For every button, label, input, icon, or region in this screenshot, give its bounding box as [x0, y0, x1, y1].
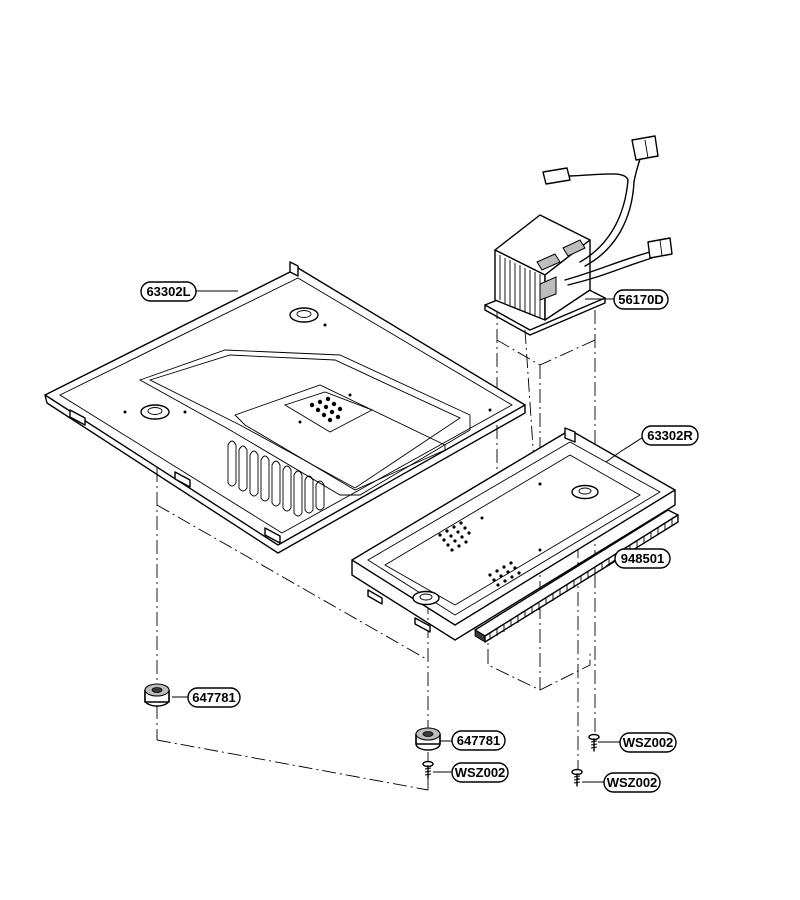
transformer-56170D — [484, 135, 673, 336]
callout-WSZ002-right-lower: WSZ002 — [603, 772, 661, 793]
tray-right-63302R — [351, 427, 676, 641]
callout-948501: 948501 — [614, 548, 671, 569]
svg-text:948501: 948501 — [621, 551, 664, 566]
callout-647781-left: 647781 — [187, 687, 241, 708]
svg-text:WSZ002: WSZ002 — [607, 775, 658, 790]
svg-text:647781: 647781 — [192, 690, 235, 705]
foot-left — [144, 683, 170, 707]
callout-647781-right: 647781 — [451, 730, 506, 751]
foot-right — [415, 727, 441, 751]
svg-text:63302R: 63302R — [647, 428, 693, 443]
svg-text:WSZ002: WSZ002 — [455, 765, 506, 780]
svg-text:56170D: 56170D — [618, 292, 664, 307]
callout-56170D: 56170D — [613, 289, 669, 310]
callout-WSZ002-center: WSZ002 — [451, 762, 509, 783]
screw-right-lower — [571, 768, 583, 787]
svg-text:WSZ002: WSZ002 — [623, 735, 674, 750]
callout-WSZ002-right-upper: WSZ002 — [619, 732, 677, 753]
callout-63302R: 63302R — [641, 425, 699, 446]
callout-63302L: 63302L — [140, 281, 197, 302]
screw-right-upper — [588, 733, 600, 752]
screw-center — [422, 760, 434, 779]
svg-text:647781: 647781 — [457, 733, 500, 748]
callout-leaders — [172, 290, 646, 783]
svg-text:63302L: 63302L — [146, 284, 190, 299]
heater-strip-948501 — [474, 509, 679, 643]
tray-left-63302L — [44, 261, 526, 554]
